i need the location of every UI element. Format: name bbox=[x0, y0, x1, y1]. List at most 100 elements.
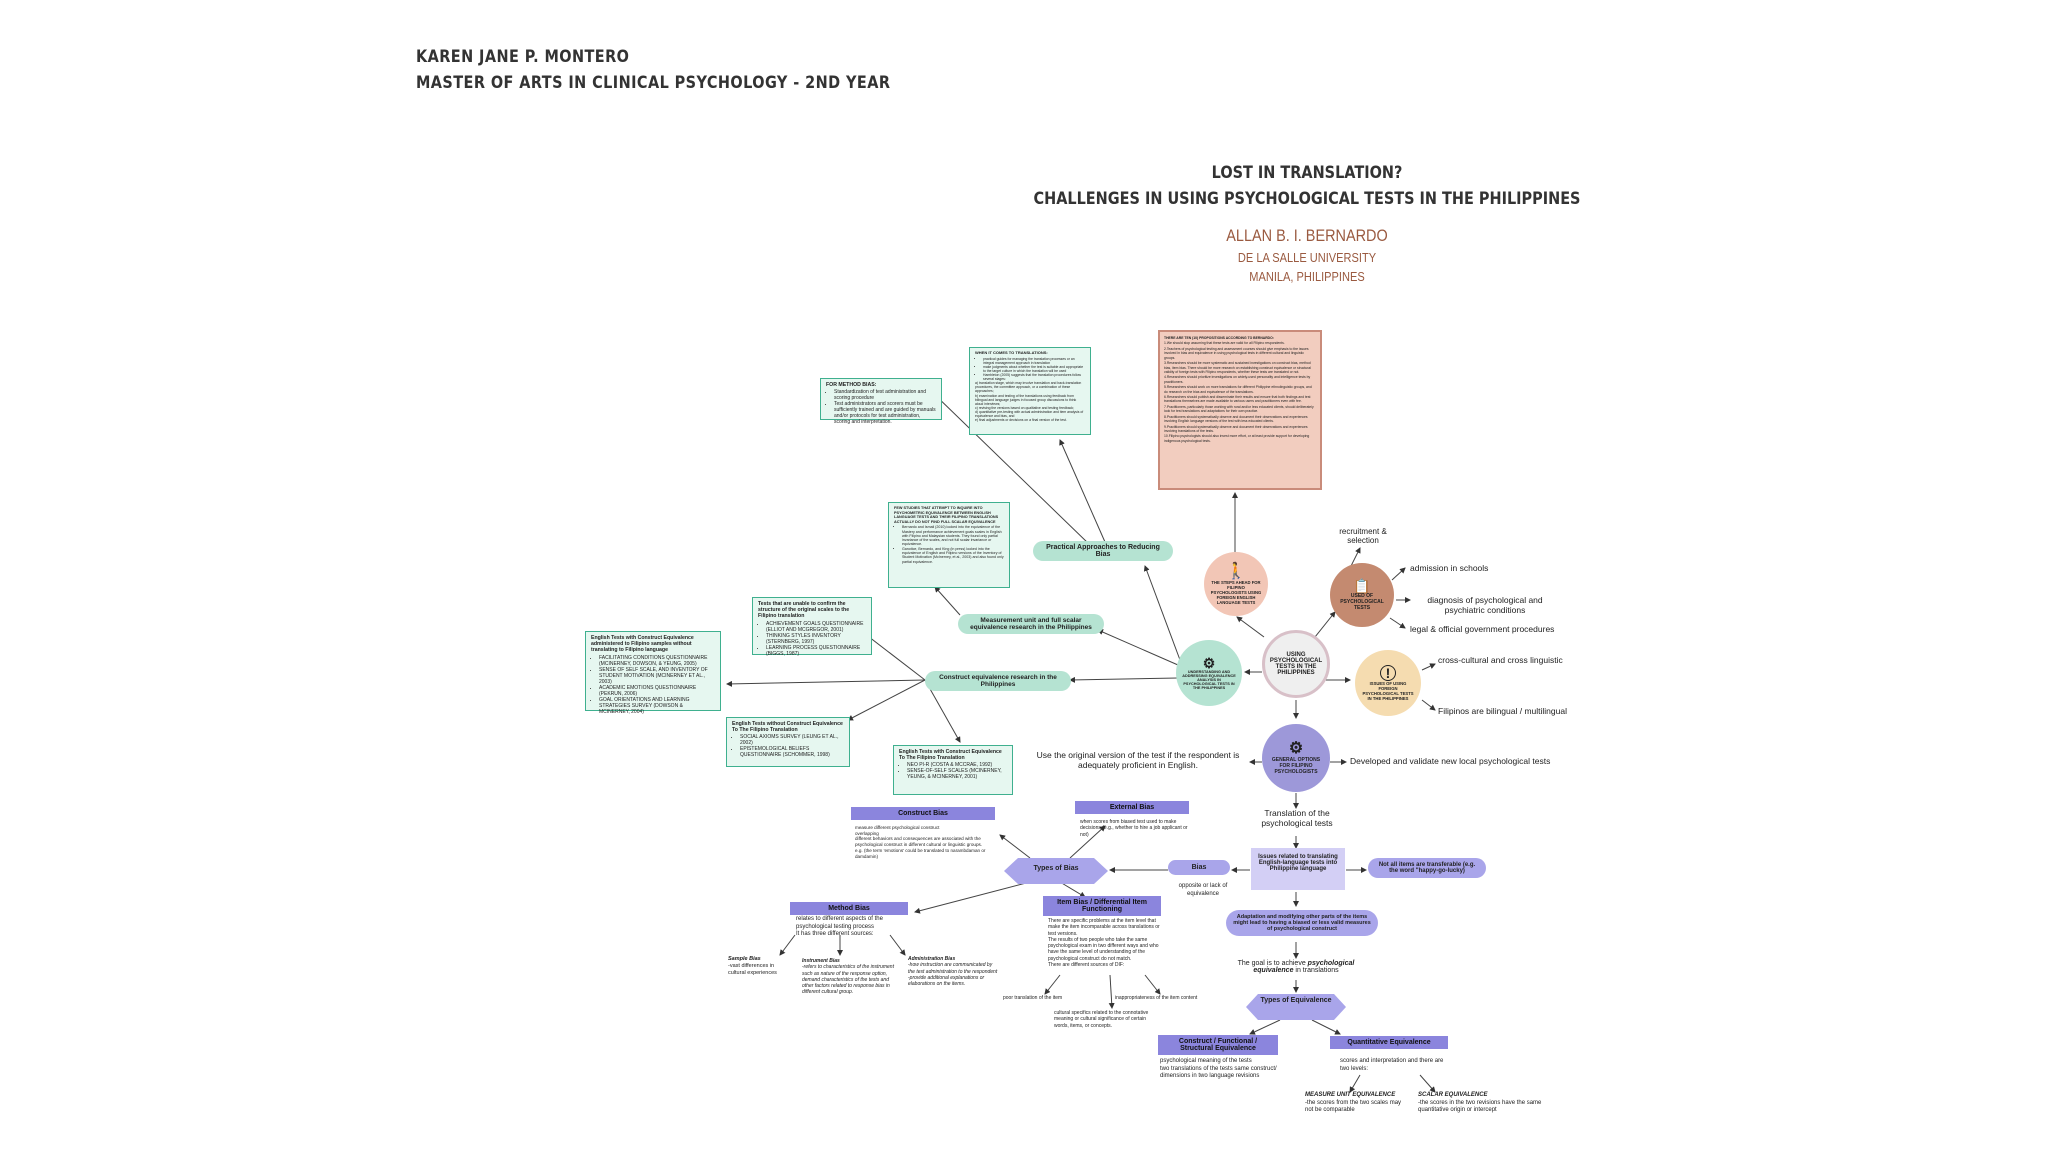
translation-approach-box: WHEN IT COMES TO TRANSLATIONS: practical… bbox=[969, 347, 1091, 435]
types-bias-label: Types of Bias bbox=[1033, 865, 1079, 872]
administration-bias-text: -how instruction are communicated by the… bbox=[908, 962, 998, 987]
construct-equivalence-title: Construct / Functional / Structural Equi… bbox=[1158, 1035, 1278, 1055]
proposition-item: 1.We should stop assuming that these tes… bbox=[1164, 341, 1285, 346]
administration-bias-title: Administration Bias bbox=[908, 956, 956, 962]
dif-cultural-specifics: cultural specifics related to the connot… bbox=[1054, 1010, 1149, 1029]
admin-without-translation-item: GOAL ORIENTATIONS AND LEARNING STRATEGIE… bbox=[599, 697, 715, 715]
student-program: MASTER OF ARTS IN CLINICAL PSYCHOLOGY - … bbox=[416, 73, 891, 93]
sample-bias: Sample Bias -vast differences in cultura… bbox=[728, 956, 788, 977]
translation-approach-item: practical guides for managing the transl… bbox=[983, 357, 1085, 365]
measurement-studies-box: FEW STUDIES THAT ATTEMPT TO INQUIRE INTO… bbox=[888, 502, 1010, 588]
item-bias-item: There are different sources of DIF: bbox=[1048, 961, 1125, 968]
ten-propositions-heading: THERE ARE TEN (10) PROPOSITIONS ACCORDIN… bbox=[1164, 336, 1274, 340]
unable-confirm-item: LEARNING PROCESS QUESTIONNAIRE (BIGGS, 1… bbox=[766, 645, 866, 657]
translation-approach-item: e) final adjustments or decisions on a f… bbox=[975, 417, 1067, 422]
scalar-text: -the scores in the two revisions have th… bbox=[1418, 1099, 1542, 1114]
external-bias-item: when scores from biased test used to mak… bbox=[1080, 819, 1188, 838]
translation-approach-item: make judgments about whether the test is… bbox=[983, 365, 1085, 373]
sample-bias-title: Sample Bias bbox=[728, 956, 761, 962]
steps-ahead-node: 🚶 THE STEPS AHEAD FOR FILIPINO PSYCHOLOG… bbox=[1204, 552, 1268, 616]
title-line1: LOST IN TRANSLATION? bbox=[1211, 163, 1403, 183]
center-label: USING PSYCHOLOGICAL TESTS IN THE PHILIPP… bbox=[1269, 652, 1323, 676]
proposition-item: 7.Practitioners, particularly those work… bbox=[1164, 404, 1314, 414]
measure-unit-text: -the scores from the two scales may not … bbox=[1305, 1099, 1402, 1114]
goal-post: in translations bbox=[1293, 967, 1339, 974]
affiliation-1: DE LA SALLE UNIVERSITY bbox=[1237, 250, 1377, 265]
adaptation-pill: Adaptation and modifying other parts of … bbox=[1226, 910, 1378, 936]
goal-emphasis: psychological equivalence bbox=[1253, 960, 1355, 974]
measurement-studies-title: FEW STUDIES THAT ATTEMPT TO INQUIRE INTO… bbox=[894, 506, 999, 524]
admin-without-translation-title: English Tests with Construct Equivalence… bbox=[591, 635, 694, 654]
bias-note: opposite or lack of equivalence bbox=[1178, 883, 1228, 897]
construct-bias-title: Construct Bias bbox=[851, 807, 995, 820]
types-equivalence-hexagon bbox=[1246, 994, 1346, 1020]
goal-statement: The goal is to achieve psychological equ… bbox=[1236, 960, 1356, 974]
types-bias-hexagon bbox=[1004, 858, 1108, 884]
construct-equivalence-list: psychological meaning of the tests two t… bbox=[1160, 1058, 1282, 1081]
walking-person-icon: 🚶 bbox=[1226, 562, 1246, 580]
administration-bias: Administration Bias -how instruction are… bbox=[908, 956, 1000, 987]
measurement-study-item: Bernardo and Ismail (2010) looked into t… bbox=[902, 525, 1004, 547]
admin-without-translation-item: ACADEMIC EMOTIONS QUESTIONNAIRE (PEKRUN,… bbox=[599, 685, 715, 697]
goal-pre: The goal is to achieve bbox=[1237, 960, 1308, 967]
proposition-item: 3.Researchers should be more systematic … bbox=[1164, 361, 1311, 374]
method-bias-item: relates to different aspects of the psyc… bbox=[796, 916, 883, 930]
dif-poor-translation: poor translation of the item bbox=[1003, 995, 1063, 1001]
bias-pill: Bias bbox=[1168, 860, 1230, 875]
translation-approach-item: a) translation stage, which may involve … bbox=[975, 381, 1082, 394]
construct-bias-item: overlapping bbox=[855, 830, 879, 836]
gear-person-icon: ⚙ bbox=[1202, 655, 1216, 671]
without-equivalence-title: English Tests without Construct Equivale… bbox=[732, 721, 843, 734]
translation-approach-item: c) revising the versions based on qualit… bbox=[975, 405, 1074, 410]
without-equivalence-box: English Tests without Construct Equivale… bbox=[726, 717, 850, 767]
method-bias-approach-box: FOR METHOD BIAS: Standardization of test… bbox=[820, 378, 942, 425]
proposition-item: 5.Researchers should work on more transl… bbox=[1164, 385, 1312, 394]
construct-equivalence-item: two translations of the tests same const… bbox=[1160, 1065, 1277, 1080]
option-original-version: Use the original version of the test if … bbox=[1036, 750, 1240, 770]
construct-research-pill: Construct equivalence research in the Ph… bbox=[925, 671, 1071, 691]
admin-without-translation-box: English Tests with Construct Equivalence… bbox=[585, 631, 721, 715]
translation-approach-item: d) quantitative pre-testing with actual … bbox=[975, 409, 1084, 418]
general-options-node: ⚙ GENERAL OPTIONS FOR FILIPINO PSYCHOLOG… bbox=[1262, 724, 1330, 792]
translation-approach-item: b) examination and testing of the transl… bbox=[975, 393, 1077, 406]
translation-approach-title: WHEN IT COMES TO TRANSLATIONS: bbox=[975, 350, 1048, 355]
item-bias-item: There are specific problems at the item … bbox=[1048, 918, 1160, 937]
general-options-label: GENERAL OPTIONS FOR FILIPINO PSYCHOLOGIS… bbox=[1271, 757, 1321, 775]
center-node: USING PSYCHOLOGICAL TESTS IN THE PHILIPP… bbox=[1262, 630, 1330, 698]
construct-bias-list: measure different psychological construc… bbox=[855, 825, 995, 859]
issues-foreign-label: ISSUES OF USING FOREIGN PSYCHOLOGICAL TE… bbox=[1362, 681, 1414, 701]
clipboard-icon: 📋 bbox=[1353, 578, 1371, 594]
translation-approach-item: Hambleton (2005) suggests that the trans… bbox=[983, 373, 1085, 381]
student-name: KAREN JANE P. MONTERO bbox=[416, 47, 630, 67]
proposition-item: 9.Practitioners should systematically ob… bbox=[1164, 424, 1308, 434]
proposition-item: 6.Researchers should publish and dissemi… bbox=[1164, 395, 1311, 404]
proposition-item: 10.Filipino psychologists should also in… bbox=[1164, 434, 1310, 443]
construct-bias-item: measure different psychological construc… bbox=[855, 825, 940, 830]
measure-unit-equivalence: MEASURE UNIT EQUIVALENCE -the scores fro… bbox=[1305, 1092, 1405, 1115]
item-bias-list: There are specific problems at the item … bbox=[1048, 918, 1163, 968]
use-legal: legal & official government procedures bbox=[1410, 624, 1555, 634]
without-equivalence-item: EPISTEMOLOGICAL BELIEFS QUESTIONNAIRE (S… bbox=[740, 746, 844, 758]
unable-confirm-title: Tests that are unable to confirm the str… bbox=[758, 601, 850, 620]
translation-issues-box: Issues related to translating English-la… bbox=[1251, 848, 1345, 890]
option-develop-local: Developed and validate new local psychol… bbox=[1350, 756, 1551, 766]
instrument-bias-title: Instrument Bias bbox=[802, 958, 840, 964]
issue-cross-cultural: cross-cultural and cross linguistic bbox=[1438, 655, 1563, 665]
measure-unit-title: MEASURE UNIT EQUIVALENCE bbox=[1305, 1092, 1396, 1098]
affiliation-2: MANILA, PHILIPPINES bbox=[1249, 269, 1365, 284]
use-recruitment: recruitment & selection bbox=[1339, 527, 1387, 545]
scalar-title: SCALAR EQUIVALENCE bbox=[1418, 1092, 1488, 1098]
measurement-study-item: Ganotice, Bernardo, and King (in press) … bbox=[902, 547, 1004, 564]
author-name: ALLAN B. I. BERNARDO bbox=[1226, 226, 1388, 245]
title-line2: CHALLENGES IN USING PSYCHOLOGICAL TESTS … bbox=[1033, 189, 1581, 209]
with-equivalence-title: English Tests with Construct Equivalence… bbox=[899, 749, 1002, 762]
instrument-bias: Instrument Bias -refers to characteristi… bbox=[802, 958, 894, 996]
not-all-transferable-pill: Not all items are transferable (e.g. the… bbox=[1368, 858, 1486, 878]
quantitative-equivalence-title: Quantitative Equivalence bbox=[1330, 1036, 1448, 1049]
construct-bias-item: different behaviors and consequences are… bbox=[855, 836, 983, 848]
with-equivalence-box: English Tests with Construct Equivalence… bbox=[893, 745, 1013, 795]
use-admission: admission in schools bbox=[1410, 563, 1489, 573]
with-equivalence-item: NEO PI-R (COSTA & MCCRAE, 1992) bbox=[907, 762, 1007, 768]
option-translation: Translation of the psychological tests bbox=[1261, 808, 1333, 828]
understanding-node: ⚙ UNDERSTANDING AND ADDRESSING EQUIVALEN… bbox=[1176, 640, 1242, 706]
